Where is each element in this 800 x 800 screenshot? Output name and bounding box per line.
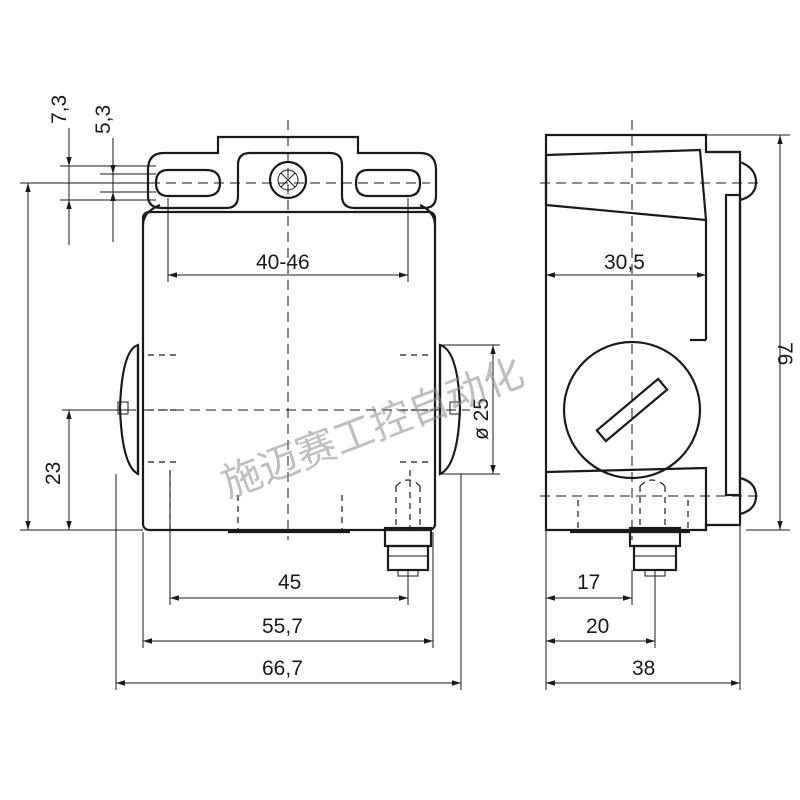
side-lower-edge [545, 466, 708, 530]
dim-76: 76 [773, 342, 796, 365]
dim-20: 20 [586, 615, 609, 638]
rotary-slot-icon [595, 377, 669, 443]
dim-17: 17 [577, 571, 600, 594]
plunger-left-notch [117, 401, 129, 415]
hidden-lines-left [148, 354, 180, 463]
side-hidden-lines [577, 500, 689, 530]
dim-diameter-25: ø 25 [470, 398, 493, 440]
mounting-slot-right [354, 168, 422, 198]
front-view [110, 120, 470, 577]
mounting-slot-left [154, 168, 222, 198]
side-top-cap [545, 148, 708, 222]
dim-66-7: 66,7 [262, 657, 303, 680]
dim-38: 38 [632, 657, 655, 680]
side-plate [724, 193, 742, 497]
dim-7-3: 7,3 [48, 95, 71, 124]
plunger-left [118, 343, 140, 476]
dim-5-3: 5,3 [92, 105, 115, 134]
dim-45: 45 [278, 571, 301, 594]
housing-body [141, 210, 437, 532]
side-view [540, 120, 760, 577]
side-pin-top [739, 160, 758, 202]
body-shoulder-right [419, 204, 437, 226]
dim-40-46: 40-46 [256, 251, 310, 274]
body-shoulder-left [141, 203, 161, 226]
side-dimensions: 30,5 76 17 20 38 [545, 134, 796, 690]
dim-23: 23 [42, 462, 65, 485]
connector-hidden [395, 479, 421, 528]
side-connector-body [632, 544, 678, 572]
mounting-flange [146, 135, 438, 210]
front-dimensions: 7,3 5,3 40-46 23 ø 25 45 55,7 [20, 95, 500, 690]
dim-55-7: 55,7 [262, 615, 303, 638]
plunger-right-notch [449, 401, 461, 415]
screw-cross [280, 172, 296, 188]
dim-30-5: 30,5 [604, 251, 645, 274]
connector-body [386, 544, 430, 572]
